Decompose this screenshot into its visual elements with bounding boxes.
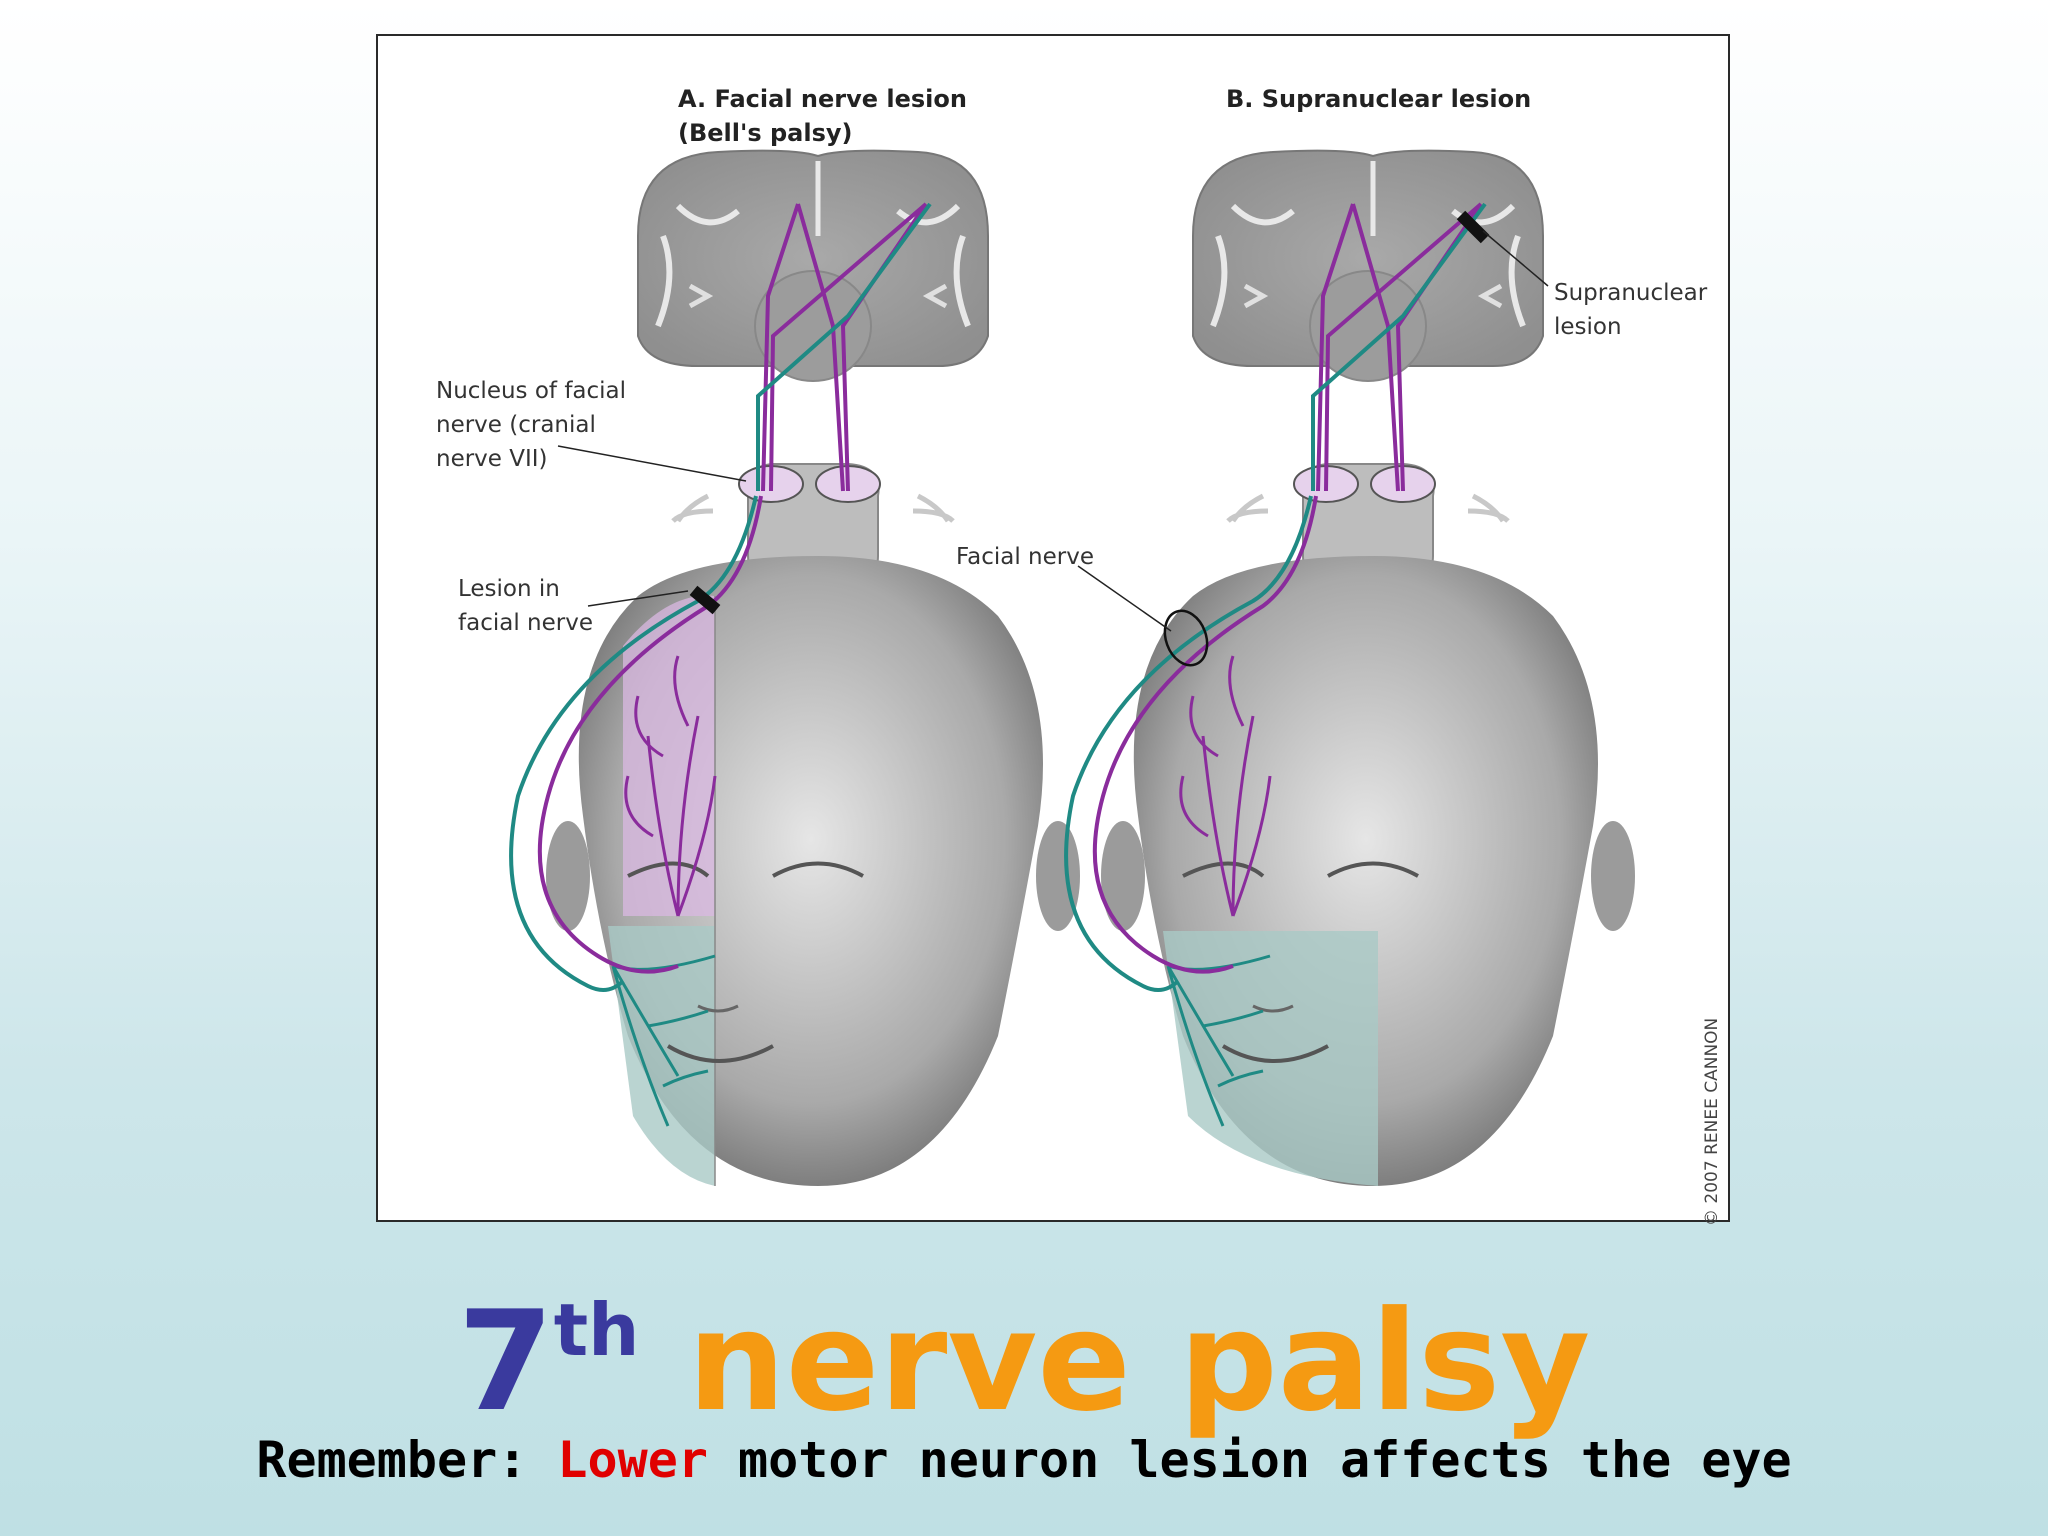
supranuclear-line2: lesion	[1554, 314, 1622, 340]
brainstem-b	[1226, 463, 1510, 582]
panel-b	[1064, 149, 1635, 1186]
subtitle-suffix: motor neuron lesion affects the eye	[707, 1431, 1792, 1489]
lesion-facial-label: Lesion in facial nerve	[458, 572, 593, 640]
supranuclear-line1: Supranuclear	[1554, 280, 1708, 306]
subtitle-prefix: Remember:	[256, 1431, 558, 1489]
image-credit: © 2007 RENEE CANNON	[1702, 1017, 1722, 1226]
panel-b-title: B. Supranuclear lesion	[1226, 85, 1532, 113]
upper-face-tint-a	[623, 595, 715, 916]
nucleus-label-line1: Nucleus of facial	[436, 378, 627, 404]
nucleus-label: Nucleus of facial nerve (cranial nerve V…	[436, 374, 626, 476]
panel-a-title-line1: A. Facial nerve lesion	[678, 85, 967, 113]
subtitle-highlight: Lower	[557, 1431, 708, 1489]
lesion-facial-line1: Lesion in	[458, 576, 560, 602]
face-b	[1101, 556, 1635, 1186]
panel-a-title-line2: (Bell's palsy)	[678, 119, 853, 147]
lower-face-tint-b	[1163, 931, 1378, 1186]
nerve-diagram-svg	[509, 149, 1635, 1186]
pathways-a	[509, 202, 932, 992]
lesion-facial-line2: facial nerve	[458, 610, 593, 636]
diagram-figure: A. Facial nerve lesion (Bell's palsy) B.…	[376, 34, 1730, 1226]
pathways-b	[1064, 202, 1490, 992]
title-superscript: th	[553, 1288, 640, 1372]
title-number: 7	[457, 1281, 554, 1442]
lower-face-tint-a	[608, 926, 715, 1186]
lesion-marker-b	[1456, 210, 1490, 244]
facial-nerve-ring	[1163, 609, 1209, 667]
nucleus-label-line3: nerve VII)	[436, 446, 548, 472]
supranuclear-label: Supranuclear lesion	[1554, 276, 1707, 344]
slide-subtitle: Remember: Lower motor neuron lesion affe…	[0, 1430, 2048, 1490]
slide-title: 7th nerve palsy	[0, 1255, 2048, 1437]
lesion-marker-a	[689, 585, 721, 615]
panel-a-title: A. Facial nerve lesion (Bell's palsy)	[678, 82, 967, 150]
title-rest: nerve palsy	[639, 1281, 1591, 1442]
face-a	[546, 556, 1080, 1186]
nucleus-label-line2: nerve (cranial	[436, 412, 596, 438]
panel-a	[509, 149, 1080, 1186]
facial-nerve-label: Facial nerve	[956, 544, 1094, 570]
